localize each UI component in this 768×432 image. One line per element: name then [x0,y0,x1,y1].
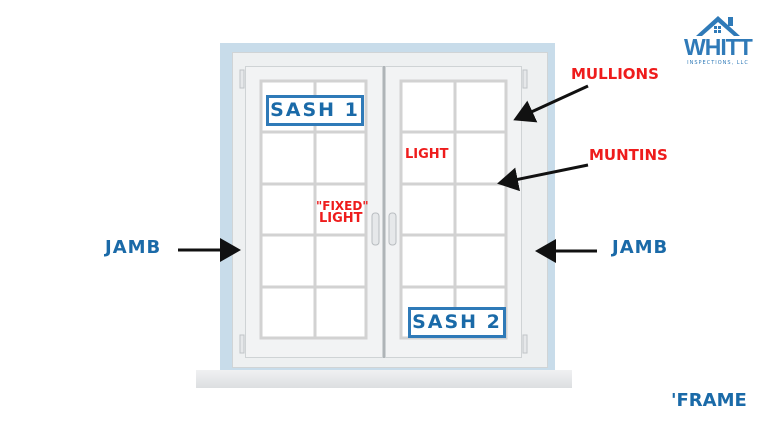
house-icon [696,16,740,36]
hinge-icon [239,69,528,354]
light-label: LIGHT [405,147,449,162]
sash-1-label: SASH 1 [266,95,364,126]
jamb-left-label: JAMB [105,237,162,258]
frame-label: 'FRAME [671,390,747,411]
fixed-light-label-line2: LIGHT [319,211,363,226]
jamb-right-label: JAMB [612,237,669,258]
fixed-light-label-line1: "FIXED" [316,199,369,213]
handle-icon [371,212,397,246]
mullions-label: MULLIONS [571,65,659,83]
sash-2-label: SASH 2 [408,307,506,338]
logo: WHITT INSPECTIONS, LLC [682,12,753,68]
logo-subtitle: INSPECTIONS, LLC [687,60,749,66]
logo-name: WHITT [684,34,753,60]
arrow-muntins [497,163,589,192]
muntin-grid-right [399,79,508,340]
arrow-mullions [513,84,589,123]
muntins-label: MUNTINS [589,146,668,164]
window-sill [196,370,572,388]
